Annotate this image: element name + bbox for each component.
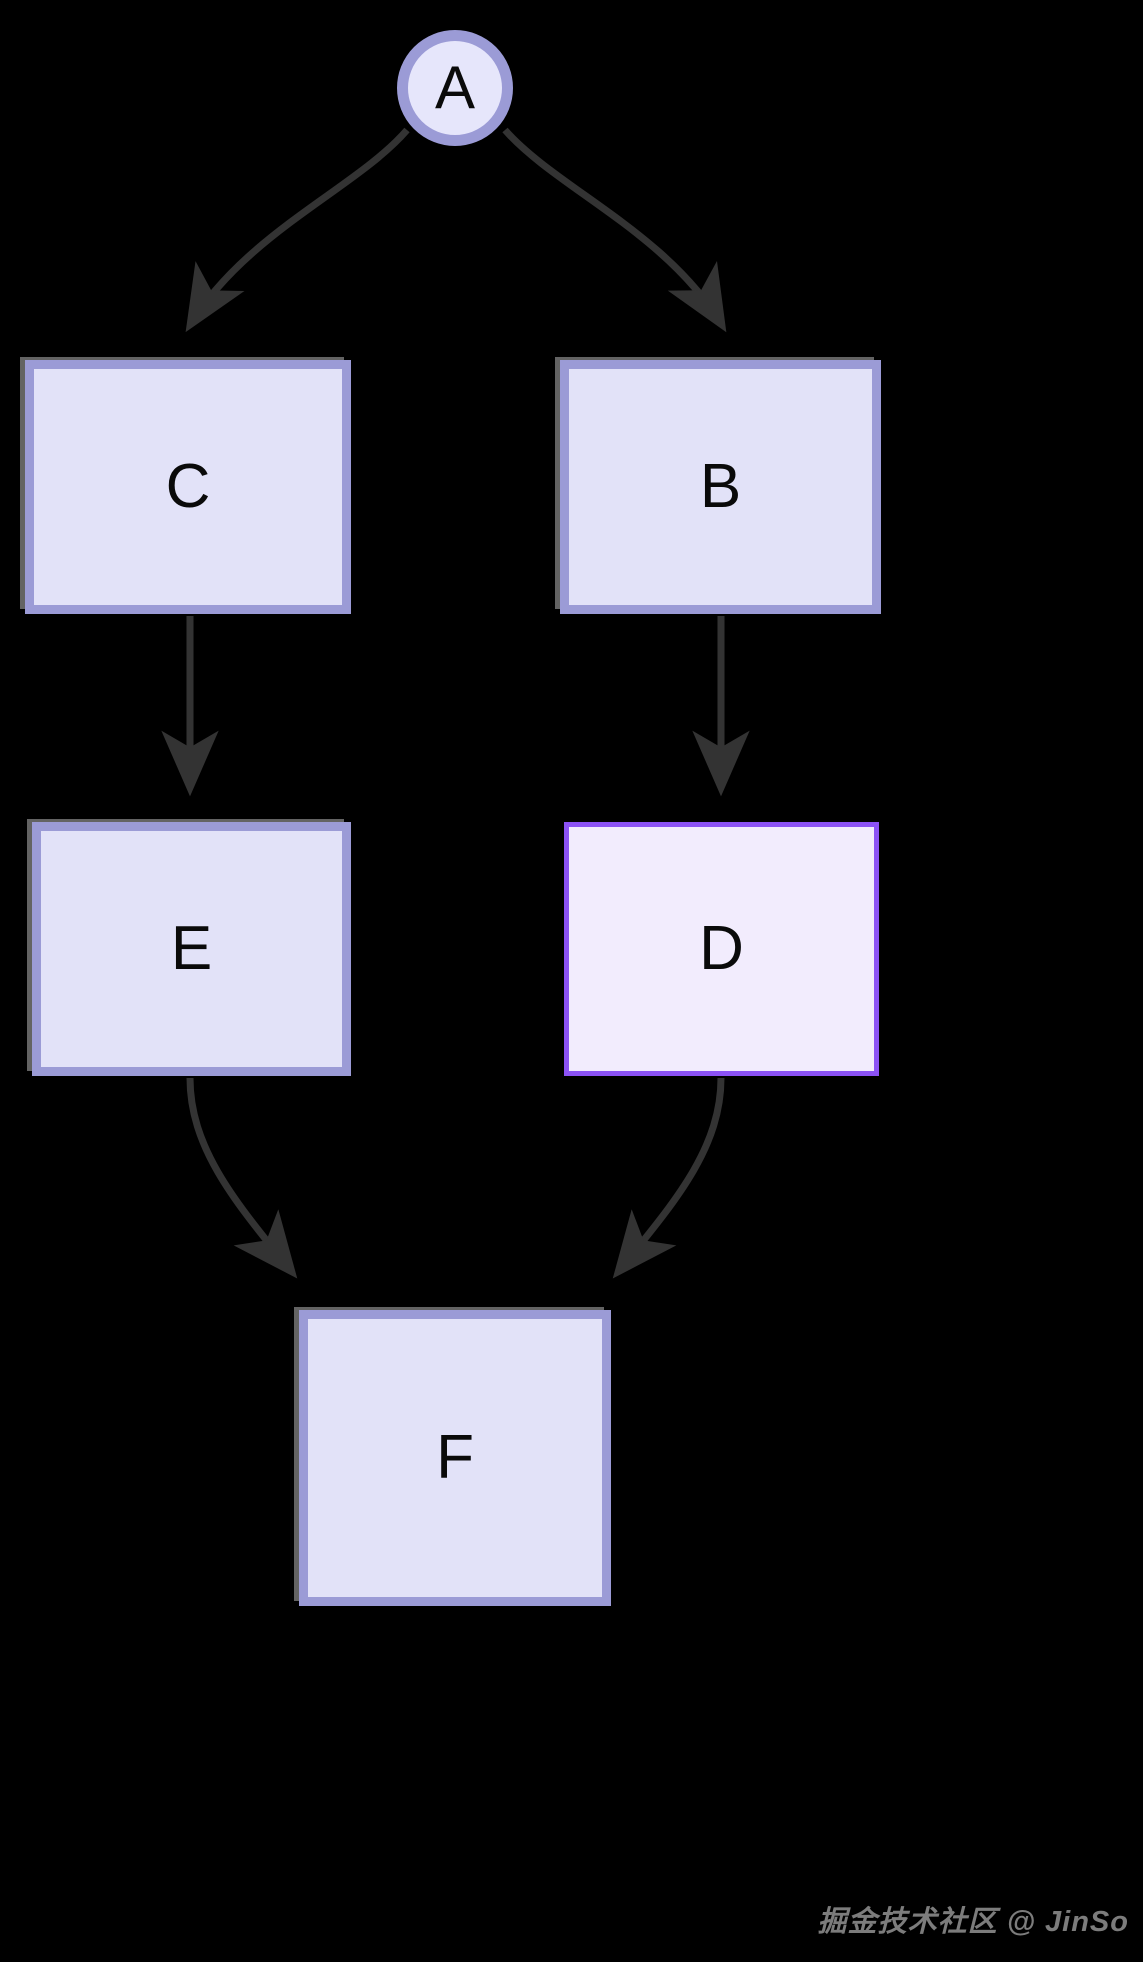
node-e-label: E — [170, 914, 213, 983]
edge-d-to-f — [612, 1077, 725, 1279]
edge-a-to-b — [502, 127, 727, 333]
node-f[interactable]: F — [299, 1310, 611, 1606]
node-c[interactable]: C — [25, 360, 351, 614]
node-b[interactable]: B — [560, 360, 881, 614]
node-e[interactable]: E — [32, 822, 351, 1076]
node-a-label: A — [434, 54, 476, 121]
watermark-text: 掘金技术社区 @ JinSo — [817, 1906, 1129, 1938]
node-d-label: D — [699, 914, 744, 983]
node-f-label: F — [436, 1423, 474, 1492]
edge-e-to-f — [186, 1077, 298, 1279]
edge-a-to-c — [185, 127, 410, 333]
node-b-label: B — [699, 452, 742, 521]
node-c-label: C — [165, 452, 211, 521]
node-a[interactable]: A — [397, 30, 513, 146]
node-d[interactable]: D — [564, 822, 879, 1076]
